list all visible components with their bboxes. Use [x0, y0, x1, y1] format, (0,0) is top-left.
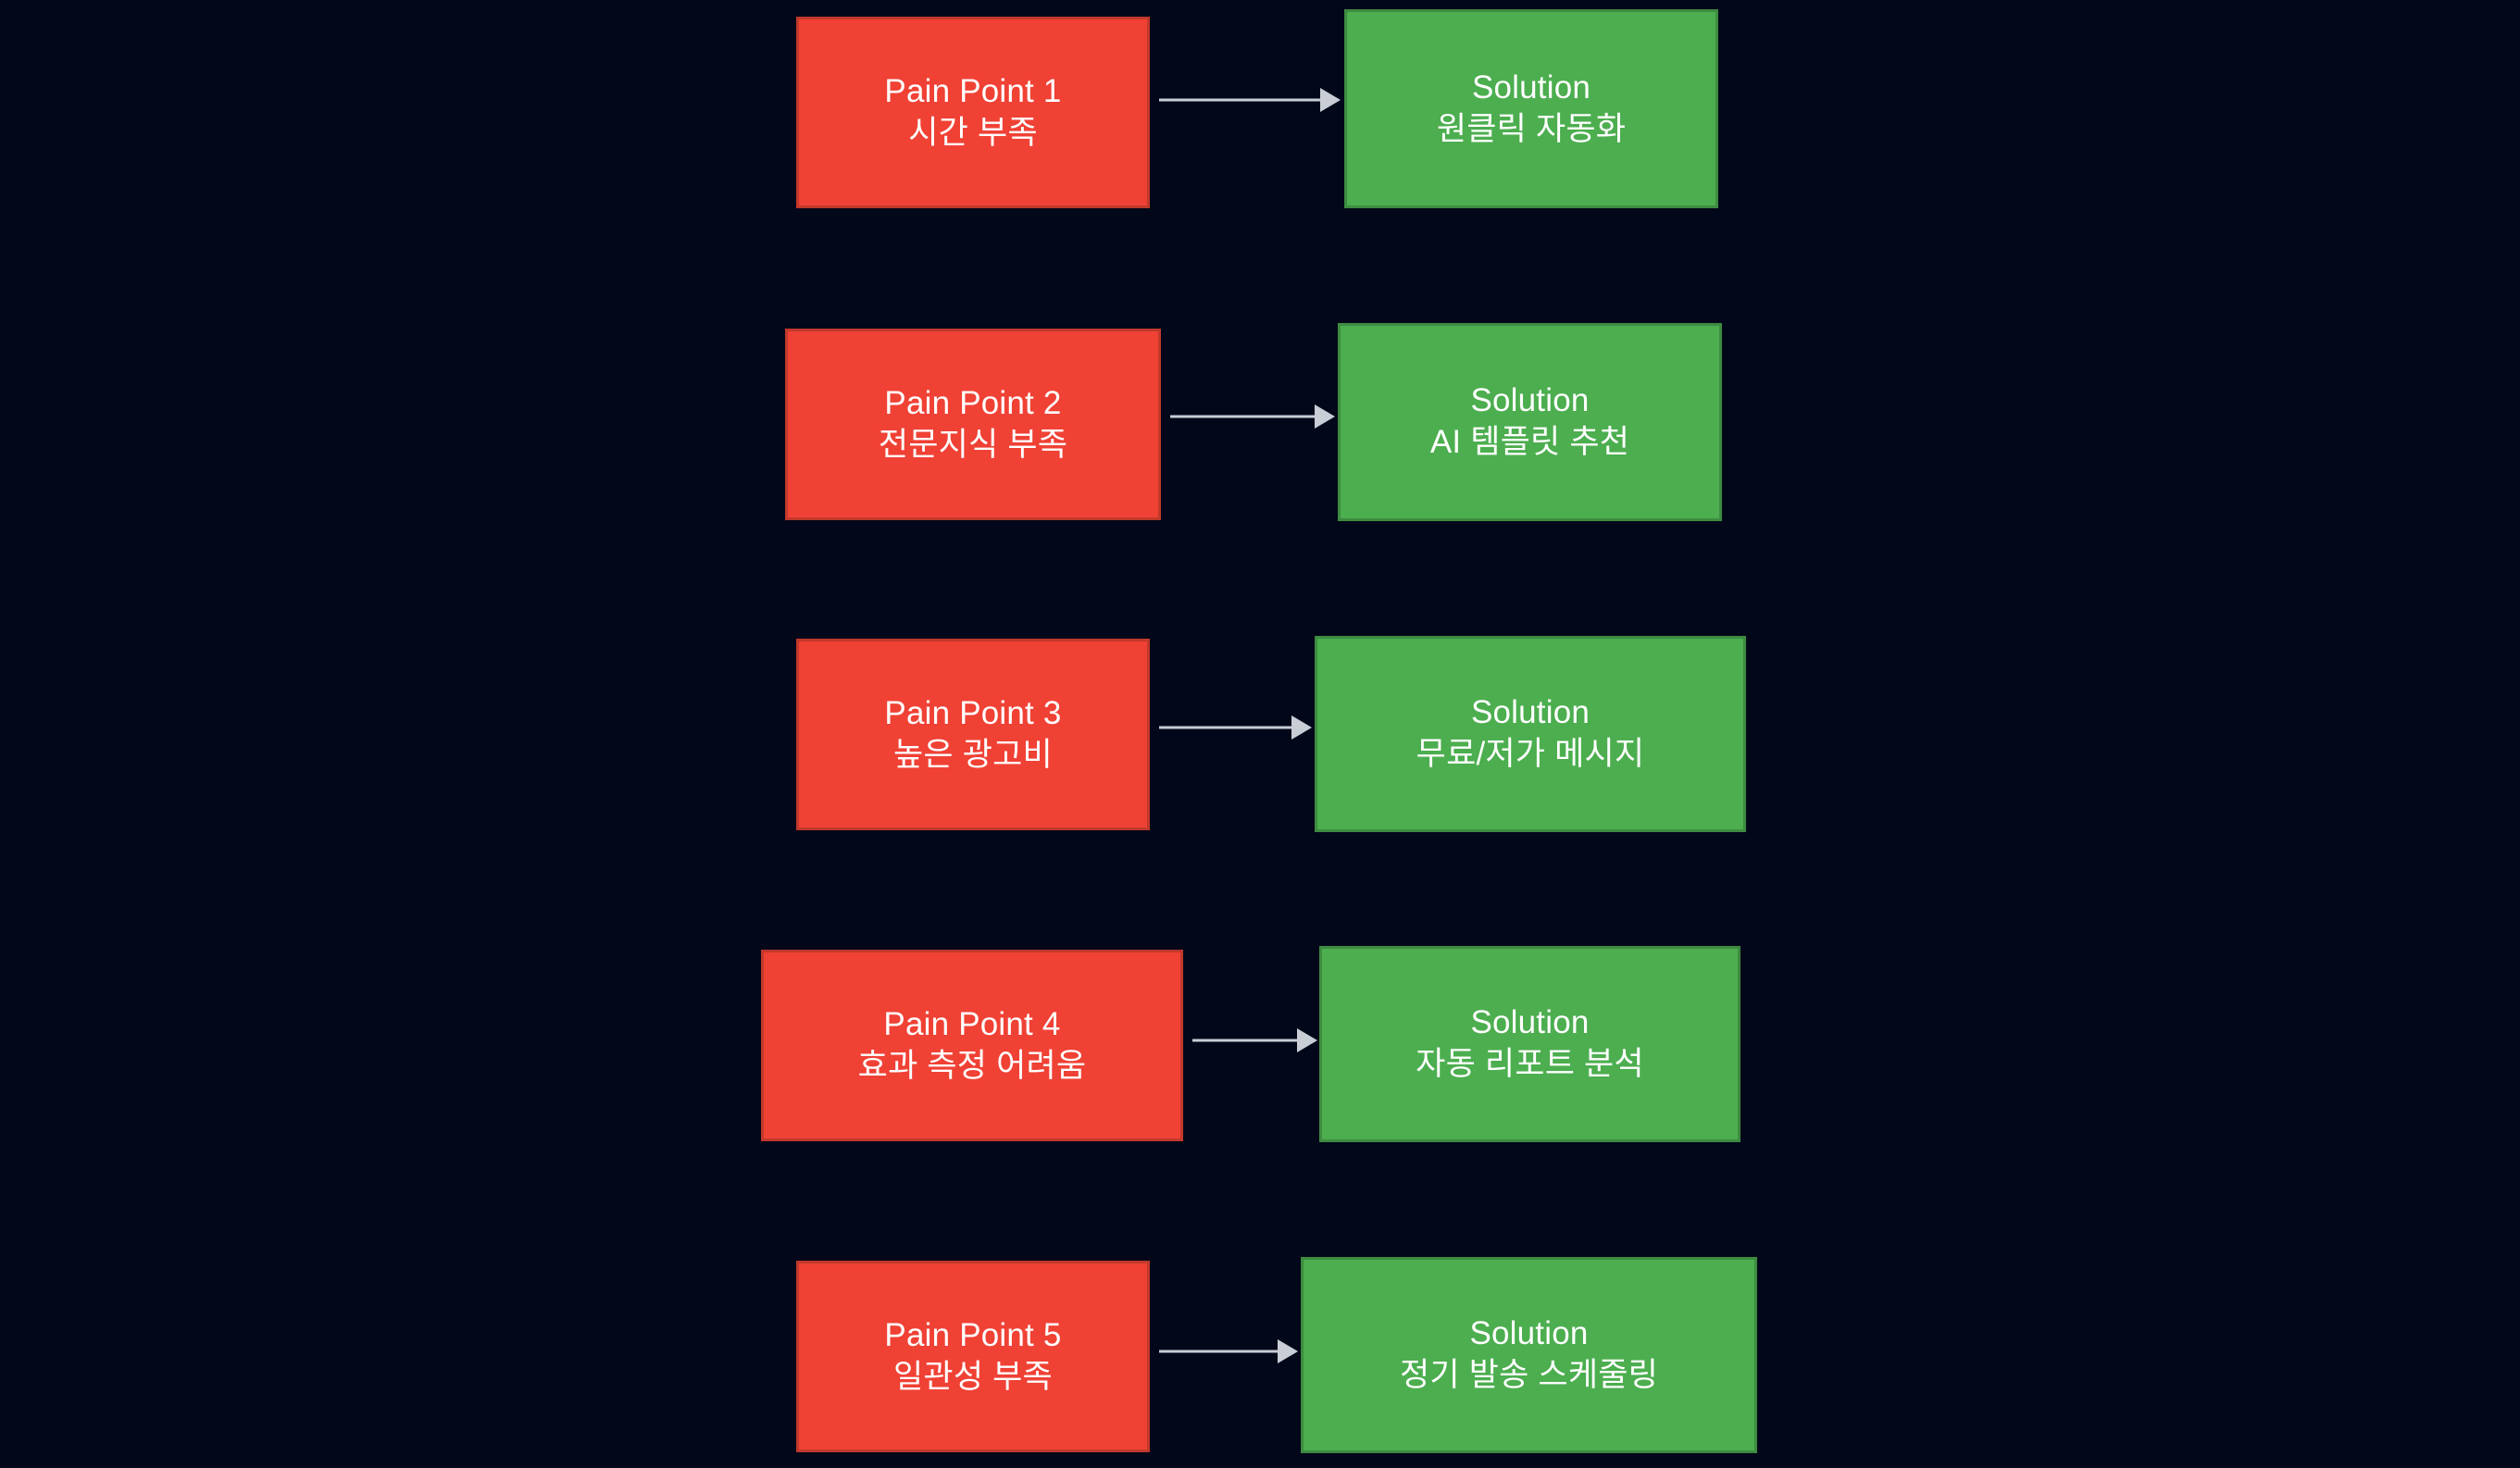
pain-point-node-4[interactable]: Pain Point 4 효과 측정 어려움 [761, 950, 1183, 1141]
arrow-connector [1170, 404, 1335, 429]
node-detail: 원클릭 자동화 [1436, 110, 1627, 147]
node-title: Pain Point 2 [884, 384, 1062, 421]
arrow-connector [1159, 715, 1312, 740]
node-detail: 일관성 부족 [893, 1358, 1053, 1395]
node-title: Solution [1471, 68, 1591, 106]
node-title: Solution [1470, 1004, 1590, 1041]
solution-node-4[interactable]: Solution 자동 리포트 분석 [1319, 946, 1740, 1142]
node-detail: 시간 부족 [908, 114, 1038, 151]
pain-point-node-1[interactable]: Pain Point 1 시간 부족 [796, 17, 1150, 208]
node-title: Pain Point 4 [883, 1005, 1061, 1042]
pain-point-node-5[interactable]: Pain Point 5 일관성 부족 [796, 1261, 1150, 1452]
solution-node-1[interactable]: Solution 원클릭 자동화 [1344, 9, 1718, 208]
node-title: Solution [1470, 694, 1591, 731]
node-title: Solution [1469, 1315, 1589, 1352]
arrow-connector [1159, 1338, 1298, 1364]
node-detail: 무료/저가 메시지 [1416, 736, 1645, 772]
pain-point-node-2[interactable]: Pain Point 2 전문지식 부족 [785, 329, 1161, 520]
node-detail: 전문지식 부족 [878, 426, 1068, 463]
arrow-connector [1159, 87, 1341, 113]
solution-node-3[interactable]: Solution 무료/저가 메시지 [1315, 636, 1746, 832]
node-title: Pain Point 3 [884, 694, 1062, 731]
node-detail: 높은 광고비 [893, 736, 1053, 773]
node-title: Solution [1470, 382, 1590, 419]
node-title: Pain Point 5 [884, 1316, 1062, 1353]
node-detail: AI 템플릿 추천 [1429, 424, 1630, 460]
solution-node-5[interactable]: Solution 정기 발송 스케줄링 [1301, 1257, 1757, 1453]
node-detail: 정기 발송 스케줄링 [1399, 1357, 1659, 1393]
arrow-head-icon [1291, 715, 1312, 740]
arrow-head-icon [1297, 1028, 1317, 1052]
node-title: Pain Point 1 [884, 72, 1062, 109]
node-detail: 효과 측정 어려움 [857, 1047, 1087, 1084]
node-detail: 자동 리포트 분석 [1416, 1046, 1644, 1082]
arrow-head-icon [1315, 404, 1335, 429]
solution-node-2[interactable]: Solution AI 템플릿 추천 [1338, 323, 1722, 521]
arrow-head-icon [1320, 88, 1341, 112]
arrow-head-icon [1278, 1339, 1298, 1363]
pain-point-node-3[interactable]: Pain Point 3 높은 광고비 [796, 639, 1150, 830]
arrow-connector [1192, 1027, 1317, 1053]
